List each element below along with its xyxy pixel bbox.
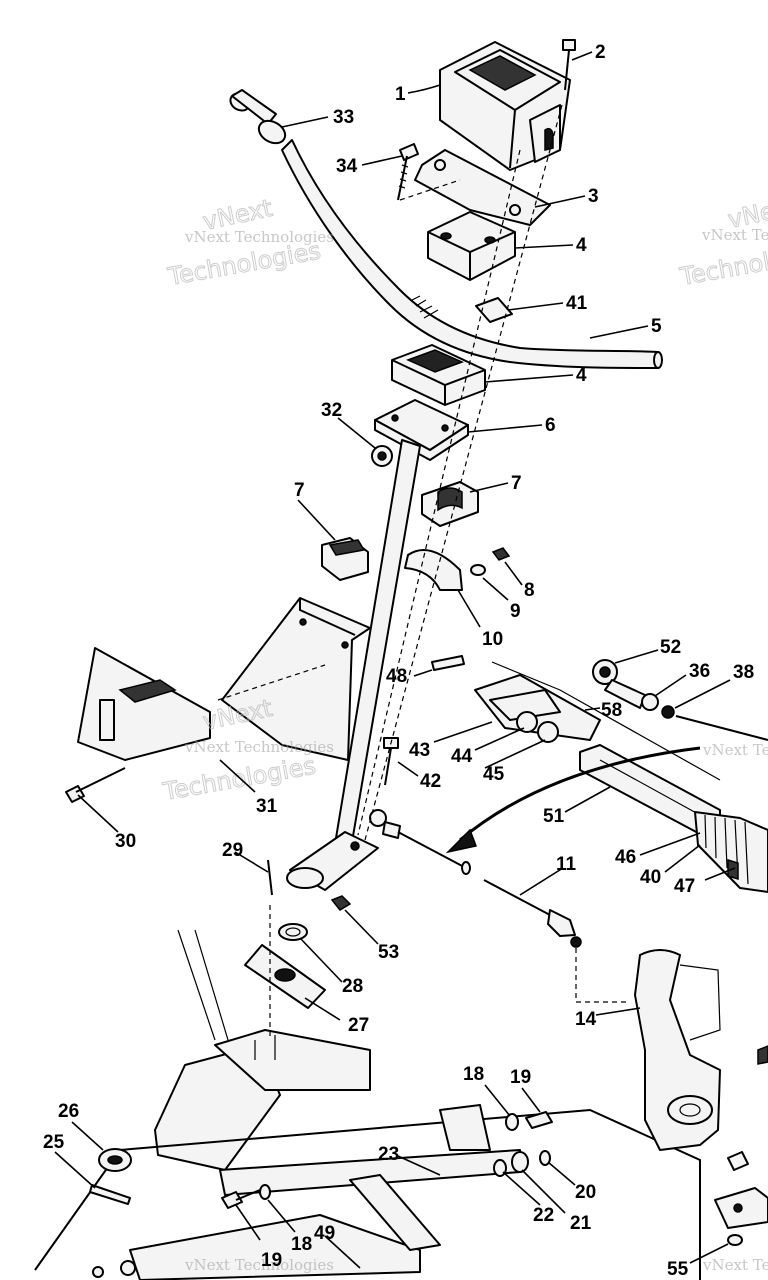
watermark-brand-full: vNext Technologies [184,738,334,756]
callout-number: 11 [556,854,577,875]
callout-number: 1 [395,84,406,105]
callout-number: 5 [651,316,662,337]
pad-41 [475,297,513,323]
callout-number: 22 [533,1205,554,1226]
reference-lines [217,104,563,1040]
watermark-brand-word: Technologies [677,237,768,292]
callout-number: 36 [689,661,710,682]
callout-number: 43 [409,740,430,761]
watermark-brand-full: vNext Technologies [701,226,768,244]
callout-number: 19 [510,1067,531,1088]
callout-number: 44 [451,746,473,767]
callout-number: 41 [566,293,588,314]
callout-number: 3 [588,186,599,207]
callout-number: 48 [386,666,407,687]
pin-25 [89,1184,131,1205]
bushing-right [421,481,479,527]
bracket-10 [404,549,463,591]
callout-number: 2 [595,42,606,63]
callout-number: 29 [222,840,243,861]
callout-number: 33 [333,107,354,128]
washer-9 [470,564,486,576]
cotter-29 [267,859,273,896]
leader-lines [54,51,736,1269]
clamp-block-lower [391,344,486,406]
bolt-19-lower [92,1184,271,1278]
callout-number: 21 [570,1213,592,1234]
callout-number: 4 [576,365,587,386]
watermark-brand-full: vNext Technologies [184,1256,334,1274]
chassis-frame [34,929,701,1280]
watermark-brand-full: vNext Technologies [184,228,334,246]
callout-number: 46 [615,847,636,868]
callout-number: 28 [342,976,363,997]
watermark-brand-full: vNext Technologies [702,741,768,759]
callout-number: 34 [336,156,358,177]
nut-8 [491,547,511,561]
hand-grip [229,89,287,145]
callout-number: 23 [378,1144,399,1165]
spindle-14 [634,949,721,1151]
callout-number: 45 [483,764,505,785]
callout-number: 18 [291,1234,312,1255]
callout-number: 55 [667,1259,689,1280]
handlebar-pad [439,41,571,171]
callout-number: 18 [463,1064,484,1085]
nut-53 [330,895,352,911]
callout-number: 7 [511,473,522,494]
bolt-30 [65,767,126,803]
callout-number: 53 [378,942,399,963]
tie-rod-end [592,659,768,741]
steering-rack [474,661,721,835]
callout-number: 31 [256,796,278,817]
callout-number: 51 [543,806,565,827]
hardware-18-22 [493,1111,553,1177]
callout-number: 58 [601,700,622,721]
callout-number: 32 [321,400,342,421]
callout-number: 14 [575,1009,597,1030]
callout-numbers: 1 2 33 34 3 4 41 5 4 32 6 7 7 8 9 10 52 … [43,42,754,1280]
callout-number: 40 [640,867,661,888]
clamp-plate [399,149,551,226]
clamp-block-upper [427,211,516,281]
callout-number: 7 [294,480,305,501]
callout-number: 27 [348,1015,369,1036]
tie-rod [369,809,630,1003]
callout-number: 25 [43,1132,65,1153]
callout-number: 20 [575,1182,596,1203]
nut-32 [371,445,393,467]
callout-number: 6 [545,415,556,436]
direction-arrow [445,746,701,854]
callout-number: 10 [482,629,503,650]
watermark-brand-full: vNext Technologies [702,1256,768,1274]
steering-arm [286,831,379,891]
callout-number: 38 [733,662,754,683]
callout-number: 49 [314,1223,335,1244]
callout-number: 26 [58,1101,79,1122]
handlebar [281,139,663,369]
bushing-28 [278,923,308,941]
callout-number: 47 [674,876,695,897]
screw-2 [562,39,576,91]
callout-number: 19 [261,1250,282,1271]
callout-number: 4 [576,235,587,256]
callout-number: 52 [660,637,681,658]
callout-number: 42 [420,771,441,792]
pin-48 [431,655,465,671]
bolt-34 [397,143,419,201]
washer-26 [98,1148,132,1172]
steering-post [335,399,469,843]
callout-number: 9 [510,601,521,622]
callout-number: 30 [115,831,136,852]
callout-number: 8 [524,580,535,601]
mount-plate-27 [244,944,326,1009]
bushing-left [321,537,369,581]
watermark-brand-word: Technologies [160,752,318,807]
lower-right-parts [714,1045,768,1246]
frame-bracket [77,597,371,761]
